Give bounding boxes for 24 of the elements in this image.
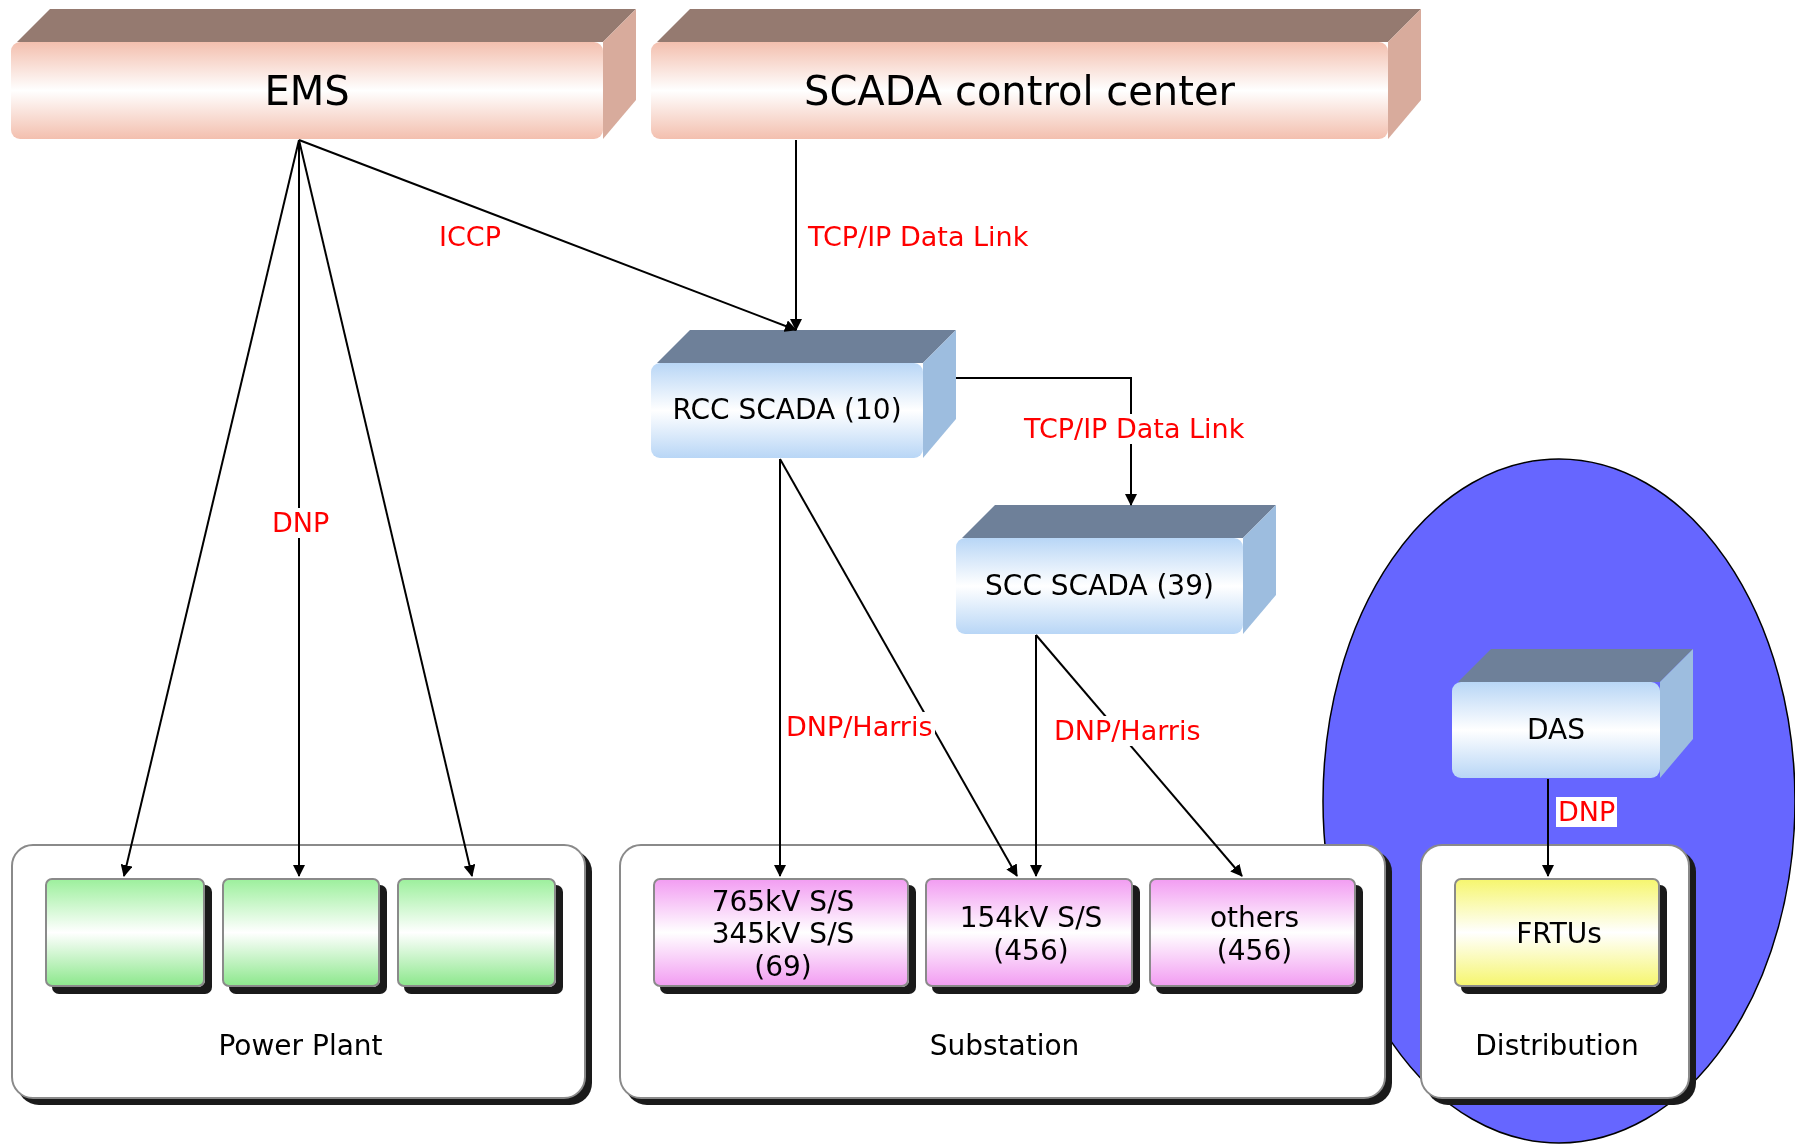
node-label: EMS bbox=[264, 67, 350, 114]
group-title: Power Plant bbox=[218, 1029, 383, 1063]
node-label: FRTUs bbox=[1516, 918, 1602, 951]
node-label: others (456) bbox=[1208, 902, 1301, 967]
group-title: Distribution bbox=[1475, 1029, 1639, 1063]
node-label: SCADA control center bbox=[804, 67, 1235, 114]
arrow bbox=[298, 139, 476, 877]
arrow bbox=[955, 377, 1137, 506]
arrow bbox=[790, 139, 802, 331]
node-label: RCC SCADA (10) bbox=[672, 394, 902, 427]
arrow bbox=[298, 139, 797, 332]
arrow bbox=[1035, 634, 1243, 877]
group-title: Substation bbox=[929, 1029, 1080, 1063]
edge-label: TCP/IP Data Link bbox=[1022, 414, 1247, 444]
node-label: 154kV S/S (456) bbox=[958, 902, 1104, 967]
arrow bbox=[1542, 778, 1554, 877]
node-label: 765kV S/S 345kV S/S (69) bbox=[710, 886, 856, 983]
node-label: SCC SCADA (39) bbox=[985, 569, 1214, 603]
arrow bbox=[779, 458, 1018, 877]
edge-label: DNP bbox=[1556, 797, 1618, 827]
arrow bbox=[120, 139, 300, 877]
arrow bbox=[774, 458, 786, 877]
arrow bbox=[1030, 634, 1042, 877]
node-label: DAS bbox=[1527, 713, 1585, 747]
